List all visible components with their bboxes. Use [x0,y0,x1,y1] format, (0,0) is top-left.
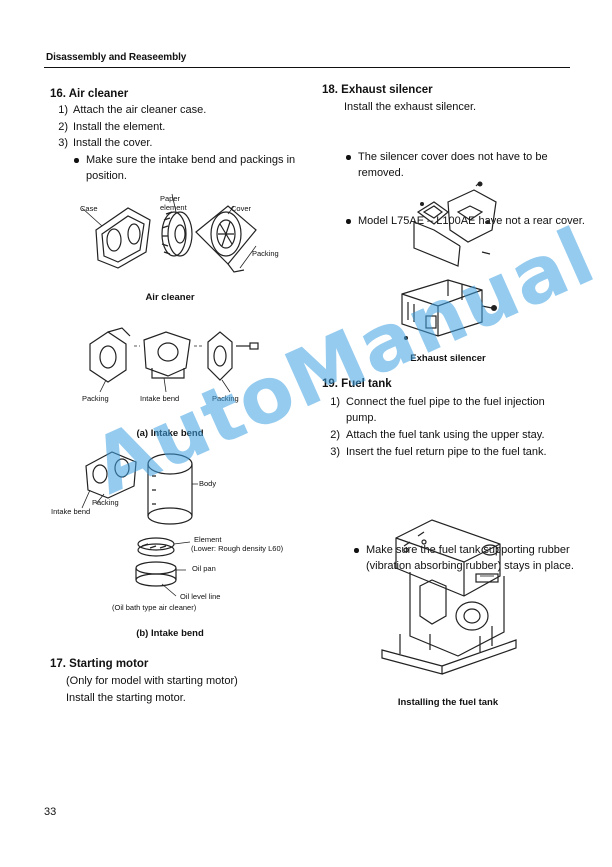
fuel-tank-installation-diagram [381,519,517,675]
label-packing-right: Packing [212,394,239,403]
label-case: Case [80,204,98,213]
section-18-note-2: Model L75AE – L100AE have not a rear cov… [344,213,586,229]
step-item: 1)Attach the air cleaner case. [58,104,207,116]
step-item: 2) Attach the fuel tank using the upper … [330,429,545,441]
label-oil-bath-type: (Oil bath type air cleaner) [112,603,197,612]
section-19-steps: 1) Connect the fuel pipe to the fuel inj… [322,394,574,460]
caption-exhaust-silencer: Exhaust silencer [410,353,486,364]
section-16-note: Make sure the intake bend and packings i… [72,152,311,184]
label-packing-left: Packing [82,394,109,403]
step-item: 2)Install the element. [58,120,166,133]
section-18-title: 18. Exhaust silencer [322,84,433,96]
section-16-steps: 1)Attach the air cleaner case. 2)Install… [50,102,305,152]
section-18-intro: Install the exhaust silencer. [344,101,477,113]
caption-intake-bend-a: (a) Intake bend [136,428,204,439]
step-item: 1) Connect the fuel pipe to the fuel inj… [330,396,545,424]
section-19-title: 19. Fuel tank [322,378,392,390]
section-17-title: 17. Starting motor [50,658,149,670]
page-number: 33 [44,806,57,818]
label-paper-element: Paper element [160,194,187,212]
caption-intake-bend-b: (b) Intake bend [136,628,204,639]
caption-installing-fuel-tank: Installing the fuel tank [397,697,499,708]
step-item: 3)Install the cover. [58,137,153,149]
air-cleaner-diagram [81,193,257,273]
label-intake-bend-b: Intake bend [51,507,91,516]
header-rule [44,67,570,68]
section-16-title: 16. Air cleaner [50,88,129,100]
section-18-note-1: The silencer cover does not have to be r… [344,149,586,181]
label-packing: Packing [252,249,279,258]
exhaust-silencer-exploded-diagram [413,181,497,267]
label-element-note: (Lower: Rough density L60) [191,544,284,553]
oil-bath-air-cleaner-diagram [81,451,198,597]
label-element: Element [194,535,222,544]
label-cover: Cover [231,204,252,213]
label-oil-level: Oil level line [180,592,221,601]
label-packing-b: Packing [92,498,119,507]
page-header: Disassembly and Reaseembly [46,52,187,63]
intake-bend-diagram [89,327,259,393]
label-oil-pan: Oil pan [192,564,216,573]
exhaust-silencer-assembled-diagram [401,279,497,340]
section-17-line-1: (Only for model with starting motor) [66,675,238,687]
caption-air-cleaner: Air cleaner [145,292,195,303]
label-body: Body [199,479,217,488]
label-intake-bend: Intake bend [140,394,180,403]
step-item: 3) Insert the fuel return pipe to the fu… [330,446,547,458]
section-19-note: Make sure the fuel tank supporting rubbe… [352,542,586,574]
section-17-line-2: Install the starting motor. [66,692,186,704]
